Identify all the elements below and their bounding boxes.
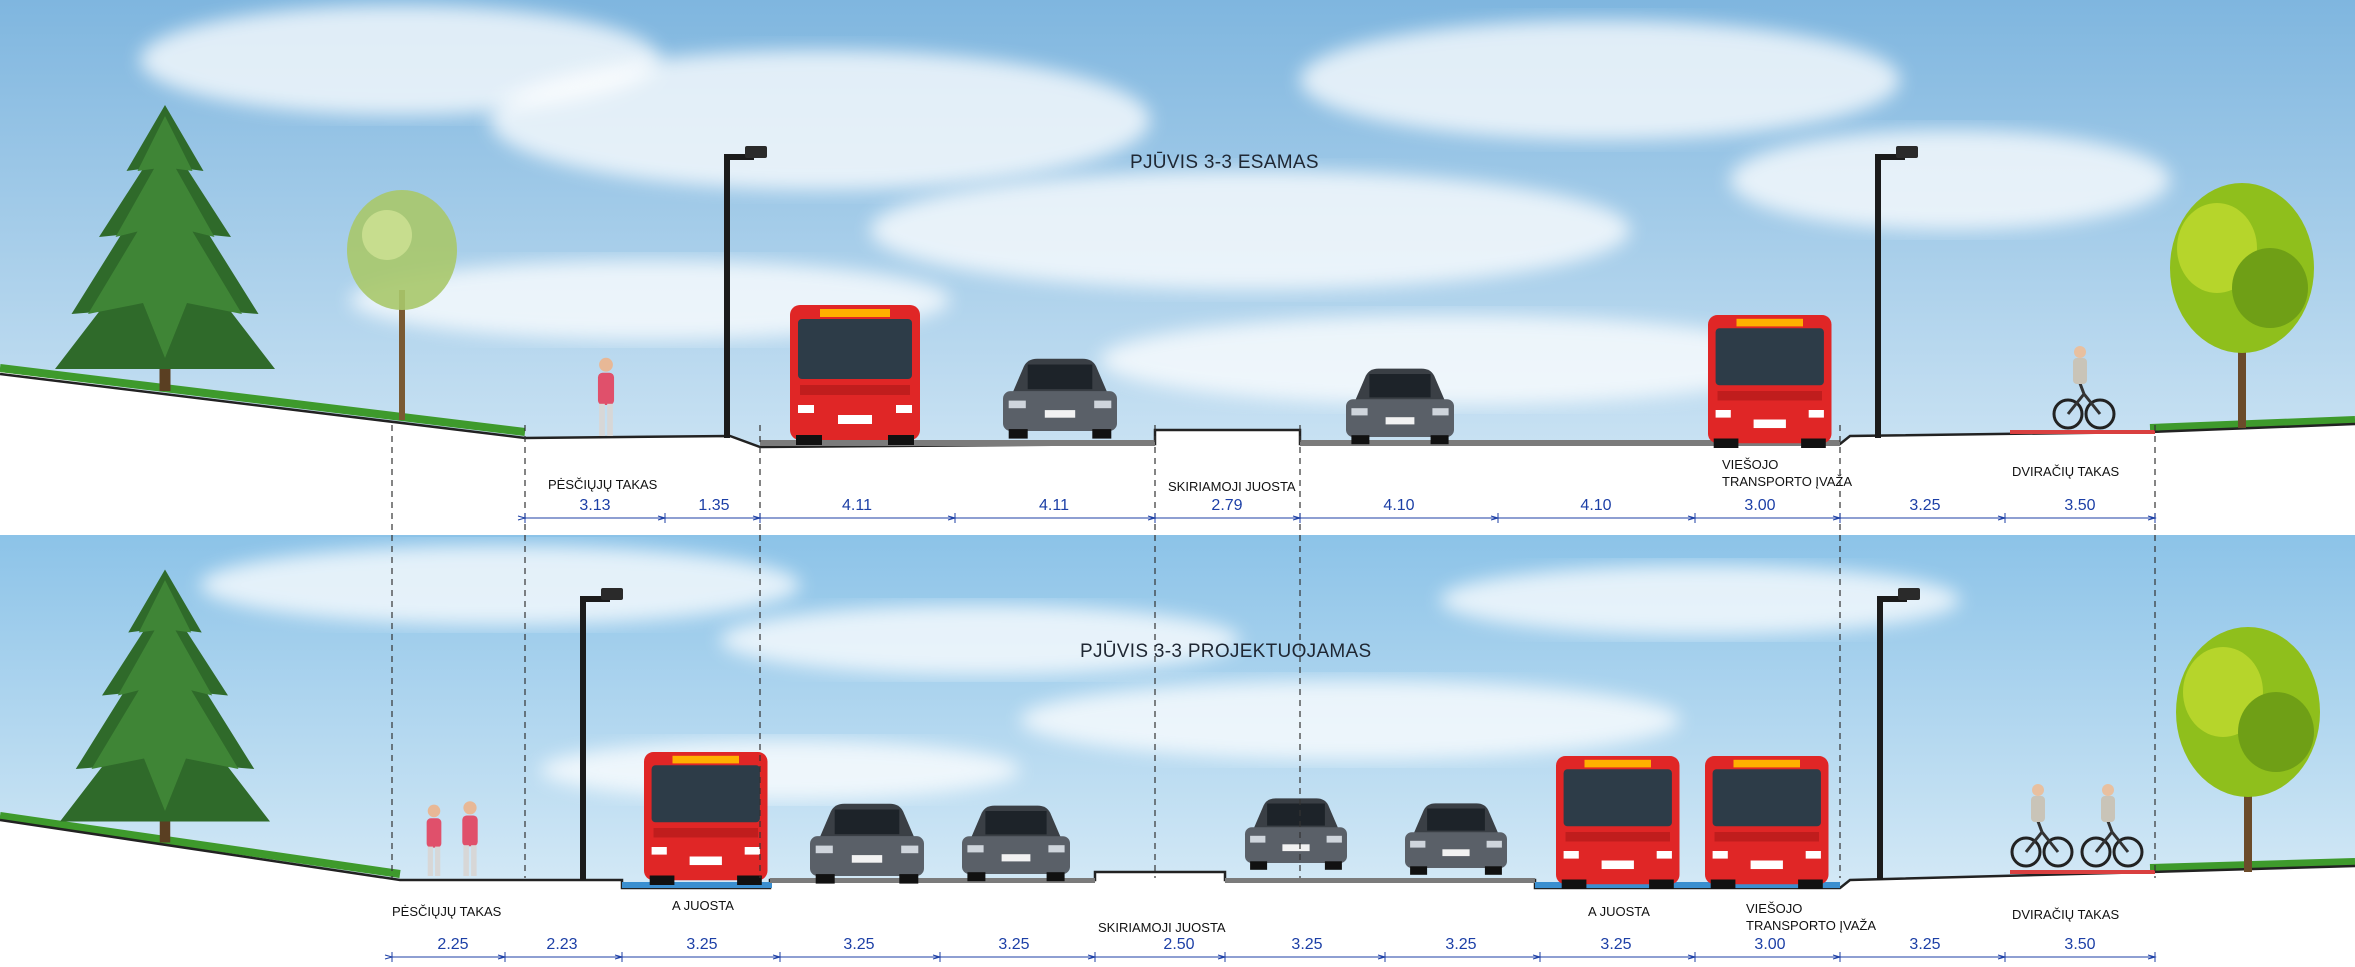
cloud (1100, 315, 1800, 405)
cloud (540, 740, 1020, 800)
top-dimension-arrow (1997, 515, 2007, 521)
bottom-bike-label: DVIRAČIŲ TAKAS (2012, 907, 2120, 922)
bottom-dimension-arrow (497, 954, 507, 960)
dimension-value: 3.00 (1744, 497, 1776, 514)
top-dimension-arrow (947, 515, 957, 521)
top-right-grass-strip (2149, 416, 2355, 432)
dimension-value: 2.23 (546, 936, 578, 953)
bottom-a-lane-right (1535, 882, 1840, 888)
bottom-dimension-arrow (932, 954, 942, 960)
bottom-dimension-arrow (772, 954, 782, 960)
top-dimension-arrow (1832, 515, 1842, 521)
bottom-dimension-arrow (614, 954, 624, 960)
bottom-dimension-arrow (1687, 954, 1697, 960)
top-transit-label-line1: VIEŠOJO (1722, 457, 1779, 472)
bottom-pedestrian-label: PĖSČIŲJŲ TAKAS (392, 904, 502, 919)
top-bike-lane (2010, 430, 2155, 434)
bottom-dimension-arrow (1532, 954, 1542, 960)
cloud (1440, 565, 1960, 635)
bus-icon (1705, 756, 1829, 889)
dimension-value: 3.25 (998, 936, 1030, 953)
bottom-road-left (770, 878, 1095, 883)
dimension-value: 4.11 (842, 497, 872, 514)
bottom-ground-fill (0, 818, 2355, 890)
top-dimension-arrow (1687, 515, 1697, 521)
dimension-value: 3.50 (2064, 936, 2096, 953)
dimension-value: 3.25 (843, 936, 875, 953)
bottom-a-lane-left-label: A JUOSTA (672, 898, 734, 913)
bottom-a-lane-right-label: A JUOSTA (1588, 904, 1650, 919)
cloud (1300, 20, 1900, 140)
dimension-value: 3.00 (1754, 936, 1786, 953)
top-bike-label: DVIRAČIŲ TAKAS (2012, 464, 2120, 479)
top-ground-line (0, 372, 2355, 449)
top-dimension-arrow (2147, 515, 2157, 521)
bottom-dimension-arrow (1377, 954, 1387, 960)
bottom-a-lane-left (622, 882, 772, 888)
bus-icon (1708, 315, 1832, 448)
bottom-dimension-arrow (1832, 954, 1842, 960)
top-ground-fill (0, 372, 2355, 450)
top-dimension-arrow (1292, 515, 1302, 521)
bottom-dimension-arrow (1087, 954, 1097, 960)
dimension-value: 1.35 (698, 497, 730, 514)
top-road-right (1300, 440, 1840, 446)
bottom-right-grass-strip (2149, 858, 2355, 872)
top-dimension-arrow (517, 515, 527, 521)
bottom-transit-label-line2: TRANSPORTO ĮVAŽA (1746, 918, 1877, 933)
bottom-left-grass-strip (0, 812, 401, 878)
bottom-section-title: PJŪVIS 3-3 PROJEKTUOJAMAS (1080, 641, 1372, 662)
dimension-value: 3.25 (686, 936, 718, 953)
bottom-dimension-arrow (384, 954, 394, 960)
dimension-value: 3.25 (1445, 936, 1477, 953)
top-median-label: SKIRIAMOJI JUOSTA (1168, 479, 1296, 494)
bus-icon (790, 305, 920, 445)
cloud (200, 545, 800, 625)
dimension-value: 2.50 (1163, 936, 1195, 953)
bottom-dimension-arrow (2147, 954, 2157, 960)
top-left-grass-strip (0, 364, 526, 436)
top-dimension-arrow (752, 515, 762, 521)
dimension-value: 3.25 (1909, 497, 1941, 514)
top-dimension-arrow (1490, 515, 1500, 521)
bottom-transit-label-line1: VIEŠOJO (1746, 901, 1803, 916)
top-dimension-arrow (657, 515, 667, 521)
cloud (1730, 130, 2170, 230)
cloud (870, 170, 1630, 290)
dimension-value: 4.10 (1383, 497, 1415, 514)
bottom-dimension-arrow (1217, 954, 1227, 960)
dimension-value: 3.25 (1909, 936, 1941, 953)
dimension-value: 3.25 (1600, 936, 1632, 953)
top-dimension-arrow (1147, 515, 1157, 521)
dimension-value: 4.10 (1580, 497, 1612, 514)
bus-icon (1556, 756, 1680, 889)
bus-icon (644, 752, 768, 885)
cloud (1020, 680, 1680, 760)
dimension-value: 3.25 (1291, 936, 1323, 953)
dimension-value: 3.50 (2064, 497, 2096, 514)
top-transit-label-line2: TRANSPORTO ĮVAŽA (1722, 474, 1853, 489)
bottom-road-right (1225, 878, 1535, 883)
dimension-value: 2.79 (1211, 497, 1243, 514)
top-road-left (760, 440, 1155, 446)
dimension-value: 3.13 (579, 497, 611, 514)
bottom-median-label: SKIRIAMOJI JUOSTA (1098, 920, 1226, 935)
dimension-value: 4.11 (1039, 497, 1069, 514)
top-pedestrian-label: PĖSČIŲJŲ TAKAS (548, 477, 658, 492)
cloud (490, 50, 1150, 190)
bottom-dimension-arrow (1997, 954, 2007, 960)
top-section-title: PJŪVIS 3-3 ESAMAS (1130, 152, 1319, 173)
dimension-value: 2.25 (437, 936, 469, 953)
cloud (720, 605, 1240, 675)
bottom-bike-lane (2010, 870, 2155, 874)
